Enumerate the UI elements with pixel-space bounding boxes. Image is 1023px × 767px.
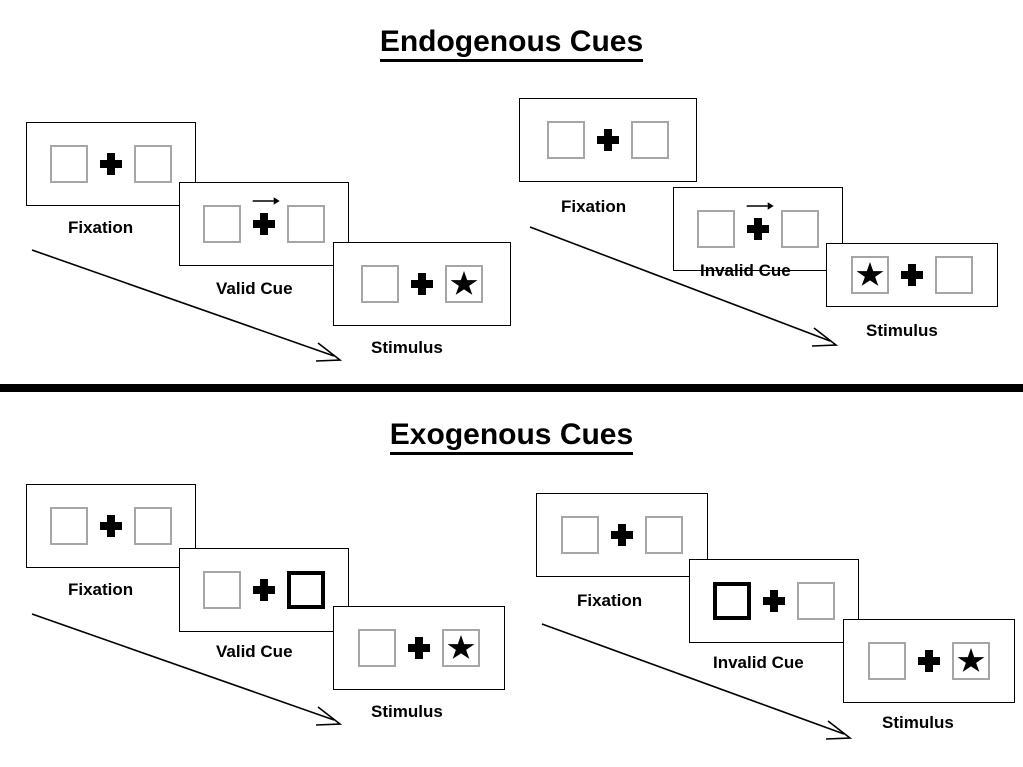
- frame-content: [203, 571, 325, 609]
- frame-content: [851, 256, 973, 294]
- frame-content: [697, 202, 819, 248]
- trial-frame-exogenous-valid-fixation[interactable]: [26, 484, 196, 568]
- left-box: [203, 205, 241, 243]
- section-title-endogenous-text: Endogenous Cues: [379, 25, 644, 62]
- frame-label-endogenous-invalid-stimulus: Stimulus: [866, 321, 938, 340]
- trial-frame-exogenous-valid-cue[interactable]: [179, 548, 349, 632]
- frame-content: [868, 642, 990, 680]
- frame-label-exogenous-valid-fixation: Fixation: [68, 580, 134, 599]
- left-box-cued: [713, 582, 751, 620]
- trial-frame-exogenous-invalid-fixation[interactable]: [536, 493, 708, 577]
- trial-frame-exogenous-invalid-cue[interactable]: [689, 559, 859, 643]
- trial-frame-endogenous-invalid-stimulus[interactable]: [826, 243, 998, 307]
- trial-frame-endogenous-valid-cue[interactable]: [179, 182, 349, 266]
- fixation-cross-icon: [100, 153, 122, 175]
- frame-content: [713, 582, 835, 620]
- fixation-cross-icon: [253, 579, 275, 601]
- frame-label-exogenous-invalid-stimulus: Stimulus: [882, 713, 954, 732]
- right-box: [935, 256, 973, 294]
- left-box: [547, 121, 585, 159]
- arrow-right-cue-icon: [746, 202, 774, 210]
- left-box: [561, 516, 599, 554]
- fixation-cross-icon: [901, 264, 923, 286]
- fixation-cross-icon: [597, 129, 619, 151]
- frame-label-exogenous-valid-cue: Valid Cue: [216, 642, 293, 661]
- right-box-cued: [287, 571, 325, 609]
- trial-frame-endogenous-invalid-cue[interactable]: [673, 187, 843, 271]
- left-box: [361, 265, 399, 303]
- frame-content: [50, 145, 172, 183]
- frame-content: [547, 121, 669, 159]
- fixation-cross-icon: [411, 273, 433, 295]
- trial-frame-endogenous-valid-stimulus[interactable]: [333, 242, 511, 326]
- trial-frame-endogenous-invalid-fixation[interactable]: [519, 98, 697, 182]
- frame-label-endogenous-invalid-cue: Invalid Cue: [700, 261, 791, 280]
- frame-label-exogenous-valid-stimulus: Stimulus: [371, 702, 443, 721]
- target-star-icon: [450, 271, 478, 295]
- left-box: [868, 642, 906, 680]
- right-box: [781, 210, 819, 248]
- right-box: [797, 582, 835, 620]
- frame-label-exogenous-invalid-fixation: Fixation: [577, 591, 643, 610]
- fixation-cross-icon: [611, 524, 633, 546]
- trial-frame-endogenous-valid-fixation[interactable]: [26, 122, 196, 206]
- left-box: [697, 210, 735, 248]
- section-divider: [0, 384, 1023, 392]
- frame-label-exogenous-invalid-cue: Invalid Cue: [713, 653, 804, 672]
- frame-content: [361, 265, 483, 303]
- frame-content: [358, 629, 480, 667]
- fixation-cross-icon: [763, 590, 785, 612]
- fixation-cross-icon: [746, 202, 774, 240]
- frame-content: [50, 507, 172, 545]
- left-box: [358, 629, 396, 667]
- frame-label-endogenous-invalid-fixation: Fixation: [561, 197, 627, 216]
- section-title-exogenous: Exogenous Cues: [0, 418, 1023, 455]
- trial-frame-exogenous-invalid-stimulus[interactable]: [843, 619, 1015, 703]
- right-box: [952, 642, 990, 680]
- right-box: [134, 507, 172, 545]
- fixation-cross-icon: [100, 515, 122, 537]
- frame-label-endogenous-valid-fixation: Fixation: [68, 218, 134, 237]
- frame-label-endogenous-valid-stimulus: Stimulus: [371, 338, 443, 357]
- fixation-cross-icon: [918, 650, 940, 672]
- left-box: [851, 256, 889, 294]
- arrow-right-cue-icon: [252, 197, 280, 205]
- fixation-cross-icon: [252, 197, 280, 235]
- fixation-cross-icon: [408, 637, 430, 659]
- right-box: [442, 629, 480, 667]
- right-box: [445, 265, 483, 303]
- trial-frame-exogenous-valid-stimulus[interactable]: [333, 606, 505, 690]
- frame-content: [203, 197, 325, 243]
- left-box: [50, 145, 88, 183]
- section-title-endogenous: Endogenous Cues: [0, 25, 1023, 62]
- section-title-exogenous-text: Exogenous Cues: [389, 418, 634, 455]
- right-box: [287, 205, 325, 243]
- frame-label-endogenous-valid-cue: Valid Cue: [216, 279, 293, 298]
- left-box: [203, 571, 241, 609]
- left-box: [50, 507, 88, 545]
- target-star-icon: [957, 648, 985, 672]
- right-box: [631, 121, 669, 159]
- sequence-flow-arrow-endogenous-valid: [31, 249, 343, 362]
- frame-content: [561, 516, 683, 554]
- target-star-icon: [447, 635, 475, 659]
- right-box: [645, 516, 683, 554]
- target-star-icon: [856, 262, 884, 286]
- right-box: [134, 145, 172, 183]
